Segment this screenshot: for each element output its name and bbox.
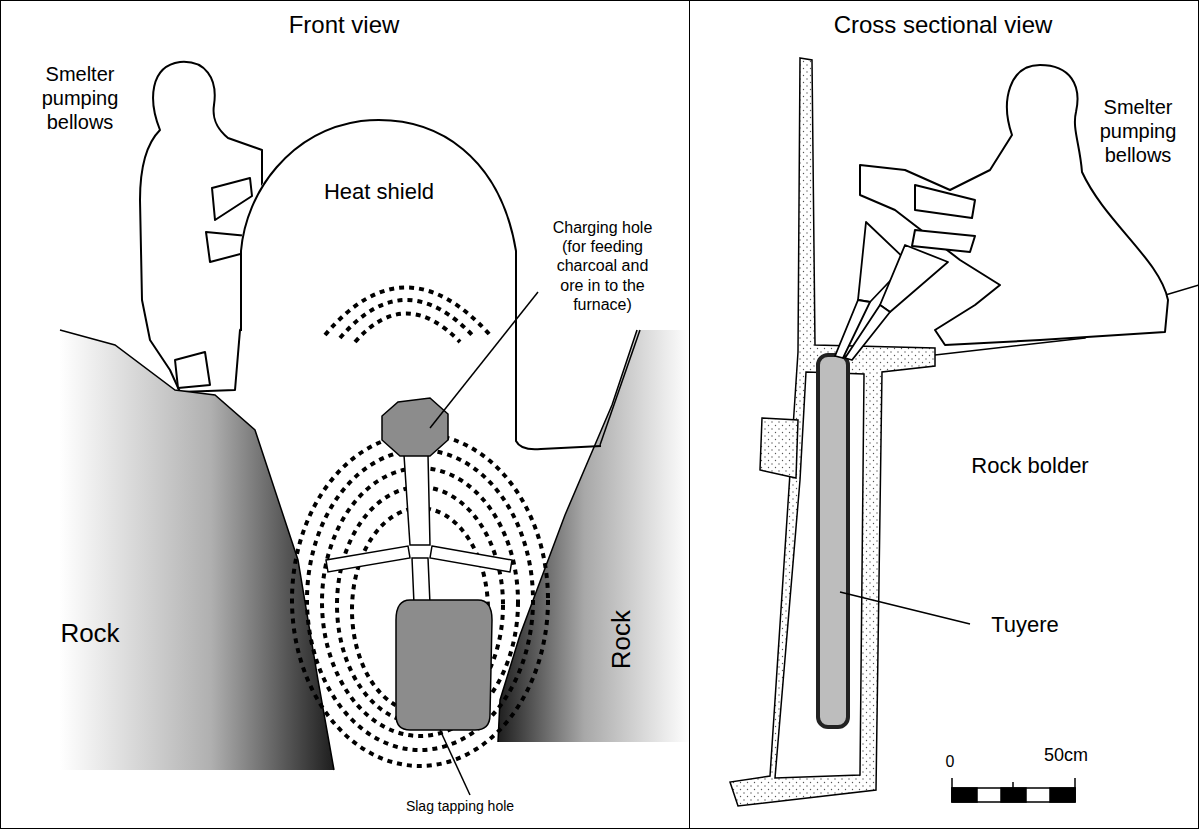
scale-value: 50cm xyxy=(1028,745,1104,767)
rock-left xyxy=(60,330,334,770)
heat-dots xyxy=(292,288,548,767)
charging-hole xyxy=(382,398,448,456)
furnace-channels xyxy=(326,455,512,604)
callout-label: Charging hole (for feeding charcoal and … xyxy=(545,218,660,314)
part-name: Rock xyxy=(45,618,135,649)
scale-value: 0 xyxy=(938,752,962,771)
ground-line xyxy=(600,330,640,445)
bellows xyxy=(835,222,948,360)
scale-bar xyxy=(952,778,1075,802)
part-name: Rock bolder xyxy=(945,453,1115,479)
smelter-figure xyxy=(140,62,262,392)
rock-edge-right xyxy=(498,330,637,742)
view-heading: Front view xyxy=(1,11,687,40)
wall-piece xyxy=(760,418,798,478)
figure-label: Smelter pumping bellows xyxy=(25,62,135,134)
callout-label: Tuyere xyxy=(975,612,1075,638)
heat-shield-outline xyxy=(239,113,521,453)
part-name: Heat shield xyxy=(279,179,479,205)
rock-right xyxy=(498,330,690,742)
leader-line xyxy=(440,730,470,795)
heat-shield: Heat shield xyxy=(239,113,521,453)
callout-label: Slag tapping hole xyxy=(380,798,540,815)
leader-line xyxy=(840,592,970,624)
part-name: Rock xyxy=(606,610,637,670)
slag-tapping-hole xyxy=(396,600,492,730)
view-heading: Cross sectional view xyxy=(690,11,1196,40)
figure-label: Smelter pumping bellows xyxy=(1083,95,1193,167)
rock-edge-left xyxy=(60,330,334,770)
tuyere xyxy=(818,355,848,727)
leader-line xyxy=(430,292,538,428)
